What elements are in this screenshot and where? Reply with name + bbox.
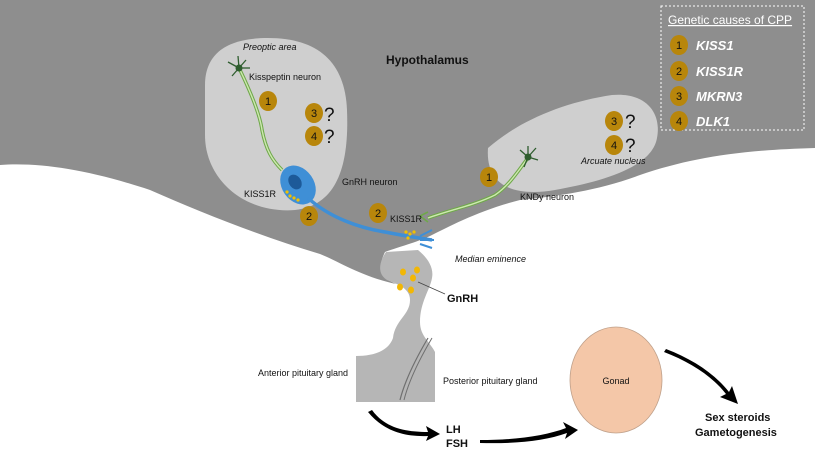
- question-preoptic-4: ?: [324, 127, 335, 148]
- gametogenesis-label: Gametogenesis: [695, 427, 777, 439]
- legend-title: Genetic causes of CPP: [668, 13, 792, 27]
- badge-arcuate-3: 3: [605, 111, 623, 131]
- hypothalamus-label: Hypothalamus: [386, 53, 469, 67]
- svg-text:3: 3: [311, 108, 317, 120]
- legend-item-3: 3 MKRN3: [670, 86, 743, 106]
- kiss1r-right-label: KISS1R: [390, 214, 423, 224]
- svg-text:KISS1: KISS1: [696, 38, 734, 53]
- badge-preoptic-1: 1: [259, 91, 277, 111]
- kisspeptin-neuron: [227, 55, 284, 172]
- svg-text:4: 4: [311, 131, 317, 143]
- arrow-lh-to-gonad: [480, 422, 578, 444]
- legend: Genetic causes of CPP 1 KISS1 2 KISS1R 3…: [660, 5, 805, 131]
- svg-text:1: 1: [676, 40, 682, 52]
- fsh-label: FSH: [446, 438, 468, 450]
- kndy-neuron-label: KNDy neuron: [520, 192, 574, 202]
- question-arcuate-3: ?: [625, 112, 636, 133]
- svg-text:4: 4: [676, 116, 682, 128]
- badge-gnrh-2a: 2: [300, 206, 318, 226]
- svg-text:3: 3: [611, 116, 617, 128]
- svg-text:1: 1: [486, 172, 492, 184]
- svg-text:DLK1: DLK1: [696, 114, 730, 129]
- svg-text:1: 1: [265, 96, 271, 108]
- median-eminence-label: Median eminence: [455, 254, 526, 264]
- gnrh-neuron-label: GnRH neuron: [342, 177, 398, 187]
- svg-text:2: 2: [306, 211, 312, 223]
- arcuate-nucleus-label: Arcuate nucleus: [580, 156, 646, 166]
- legend-item-1: 1 KISS1: [670, 35, 734, 55]
- badge-preoptic-3: 3: [305, 103, 323, 123]
- preoptic-area: [205, 38, 348, 211]
- legend-item-2: 2 KISS1R: [670, 61, 744, 81]
- badge-preoptic-4: 4: [305, 126, 323, 146]
- kisspeptin-neuron-label: Kisspeptin neuron: [249, 72, 321, 82]
- badge-gnrh-2b: 2: [369, 203, 387, 223]
- question-arcuate-4: ?: [625, 136, 636, 157]
- gnrh-granules: [397, 266, 420, 294]
- pituitary-divider-2: [403, 337, 433, 401]
- hypothalamus-region: [0, 0, 815, 284]
- svg-text:4: 4: [611, 140, 617, 152]
- gnrh-pointer: [417, 281, 446, 295]
- arrow-gonad-to-outcome: [664, 349, 738, 404]
- sex-steroids-label: Sex steroids: [705, 412, 770, 424]
- arrow-pituitary-to-lh: [368, 410, 440, 441]
- lh-label: LH: [446, 424, 461, 436]
- svg-text:2: 2: [676, 66, 682, 78]
- legend-item-4: 4 DLK1: [670, 111, 730, 131]
- gnrh-neuron: [280, 165, 434, 249]
- posterior-pituitary-label: Posterior pituitary gland: [443, 376, 538, 386]
- badge-arcuate-4: 4: [605, 135, 623, 155]
- svg-text:KISS1R: KISS1R: [696, 64, 744, 79]
- gonad-shape: [569, 326, 663, 434]
- badge-kndy-1: 1: [480, 167, 498, 187]
- kiss1r-left-label: KISS1R: [244, 189, 277, 199]
- anterior-pituitary-label: Anterior pituitary gland: [258, 368, 348, 378]
- preoptic-area-label: Preoptic area: [243, 42, 297, 52]
- svg-text:3: 3: [676, 91, 682, 103]
- kndy-neuron: [418, 146, 539, 223]
- gonad-label: Gonad: [602, 376, 629, 386]
- svg-text:2: 2: [375, 208, 381, 220]
- pituitary-stalk: [356, 250, 435, 402]
- svg-text:MKRN3: MKRN3: [696, 89, 743, 104]
- pituitary-divider: [399, 337, 429, 401]
- gnrh-label: GnRH: [447, 293, 478, 305]
- question-preoptic-3: ?: [324, 105, 335, 126]
